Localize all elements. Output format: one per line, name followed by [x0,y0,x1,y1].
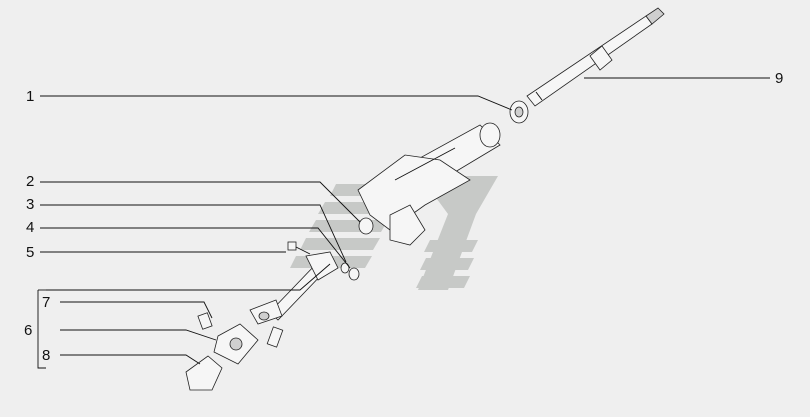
intermediate-shaft [249,251,339,325]
nut-washers [340,217,374,281]
bolt [287,241,311,255]
callout-1: 1 [26,88,35,105]
callout-3: 3 [26,196,35,213]
leader-lines [37,77,770,369]
steering-column [357,122,501,246]
callout-7: 7 [42,294,51,311]
callout-9: 9 [775,70,784,87]
callout-8: 8 [42,347,51,364]
callout-5: 5 [26,244,35,261]
callout-4: 4 [26,219,35,236]
callout-6: 6 [24,322,33,339]
flange-and-yoke [185,312,284,391]
watermark-logo [290,176,498,290]
bushing [509,100,529,124]
callout-2: 2 [26,173,35,190]
steering-shaft [526,7,665,107]
